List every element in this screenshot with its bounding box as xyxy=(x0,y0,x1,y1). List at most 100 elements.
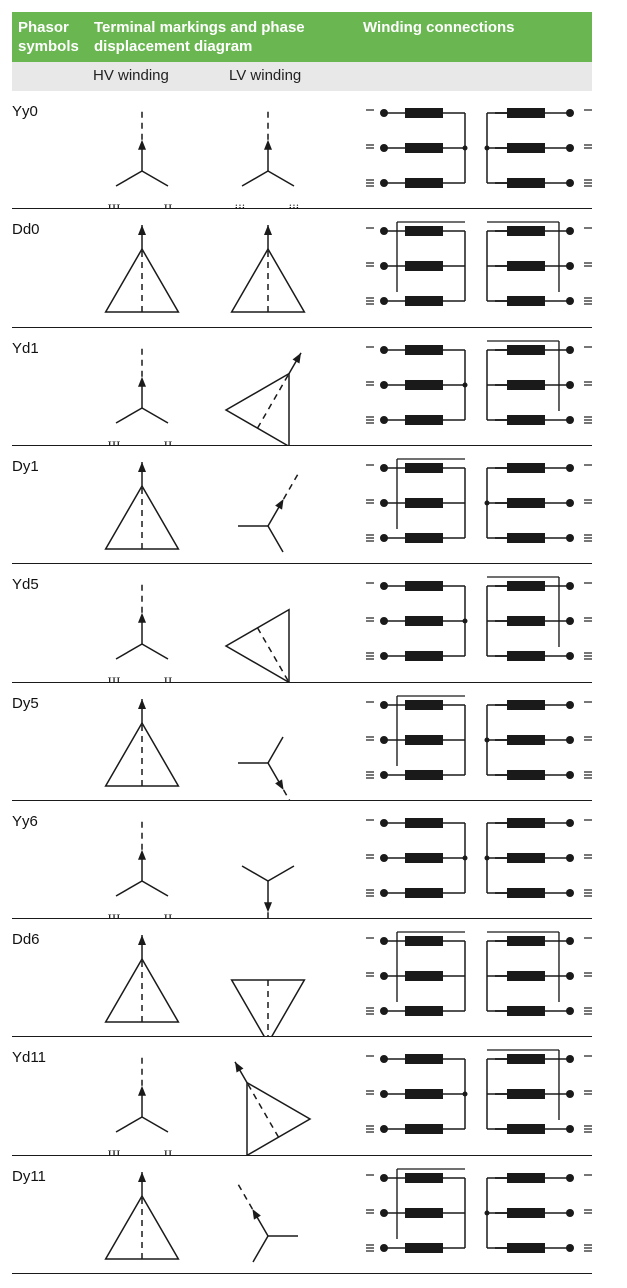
hv-diagram-dy5 xyxy=(104,698,180,787)
primary-yd5-star-point xyxy=(462,618,468,624)
primary-yd1-star-point xyxy=(462,382,468,388)
primary-dy5-terminal-dot-1 xyxy=(379,735,388,744)
hv-yy0-terminal-label-left: III xyxy=(108,201,121,209)
primary-yd5-winding-coil-1 xyxy=(404,616,443,627)
hv-yd5-phasor-arrow xyxy=(138,612,147,623)
secondary-yy0-terminal-dot-1 xyxy=(565,143,574,152)
secondary-yy6-star-point xyxy=(484,855,490,861)
primary-dy5-terminal-dot-2 xyxy=(379,770,388,779)
secondary-dy5-terminal-dot-2 xyxy=(565,770,574,779)
secondary-dd0-terminal-dot-0 xyxy=(565,227,574,236)
hv-dy11-phasor-arrow xyxy=(138,1171,147,1182)
secondary-dy1-terminal-dot-2 xyxy=(565,533,574,542)
secondary-dd6-terminal-dot-2 xyxy=(565,1007,574,1016)
winding-connection-yd1 xyxy=(365,339,592,425)
secondary-yy0-terminal-dot-2 xyxy=(565,178,574,187)
winding-connection-dy11 xyxy=(365,1168,592,1253)
hv-yd5-phasor-leg-c xyxy=(115,643,143,660)
primary-dy11-terminal-dot-1 xyxy=(379,1208,388,1217)
lv-yy6-phasor-leg-b xyxy=(241,865,269,882)
winding-connection-yd11 xyxy=(365,1049,592,1135)
primary-yd11-terminal-dot-2 xyxy=(379,1125,388,1134)
lv-yy0-phasor-leg-c xyxy=(241,170,269,187)
lv-dd0-delta-triangle xyxy=(230,247,306,314)
lv-yy0-terminal-label-left: iii xyxy=(235,201,246,209)
hv-yy6-phasor-leg-c xyxy=(115,880,143,897)
primary-dy11-winding-coil-1 xyxy=(404,1207,443,1218)
lv-dy5-phasor-leg-a xyxy=(267,762,281,784)
hv-yd11-phasor-arrow xyxy=(138,1086,147,1097)
primary-yd5-terminal-dot-2 xyxy=(379,652,388,661)
winding-connection-yd5 xyxy=(365,576,592,662)
lv-yy6-phasor-leg-c xyxy=(267,865,295,882)
primary-dd0-terminal-dot-2 xyxy=(379,297,388,306)
phasor-symbol-yd11: Yd11 xyxy=(12,1049,46,1067)
phasor-symbol-yy6: Yy6 xyxy=(12,812,38,830)
lv-dy1-phasor-dashed xyxy=(282,471,300,500)
primary-yd5-terminal-dot-0 xyxy=(379,582,388,591)
secondary-yd11-terminal-dot-1 xyxy=(565,1090,574,1099)
lv-dd0-phasor-arrow xyxy=(264,225,273,236)
lv-dy1-phasor-arrow xyxy=(275,498,284,510)
hv-diagram-dd0 xyxy=(104,225,180,314)
secondary-yd1-terminal-dot-0 xyxy=(565,345,574,354)
hv-yd11-phasor-leg-b xyxy=(141,1116,169,1134)
primary-dy5-winding-coil-1 xyxy=(404,734,443,745)
primary-yy0-star-point xyxy=(462,145,468,151)
phasor-row-dd6 xyxy=(104,931,592,1038)
secondary-dd0-terminal-dot-2 xyxy=(565,297,574,306)
primary-dd0-winding-coil-1 xyxy=(404,261,443,272)
primary-yd5-winding-coil-0 xyxy=(404,581,443,592)
lv-yd11-delta-triangle xyxy=(246,1081,312,1156)
secondary-dy11-terminal-dot-1 xyxy=(565,1208,574,1217)
phasor-row-dy5 xyxy=(104,694,592,801)
winding-connection-dd6 xyxy=(365,931,592,1017)
secondary-yd11-terminal-dot-0 xyxy=(565,1055,574,1064)
hv-yy0-phasor-leg-b xyxy=(141,170,169,187)
secondary-dy5-terminal-dot-1 xyxy=(565,735,574,744)
phasor-symbol-dy11: Dy11 xyxy=(12,1167,46,1185)
primary-dd6-terminal-dot-0 xyxy=(379,937,388,946)
primary-yy0-winding-coil-0 xyxy=(404,107,443,118)
secondary-yy6-terminal-dot-1 xyxy=(565,853,574,862)
row-divider xyxy=(12,1036,592,1038)
lv-yd11-phasor-arrow xyxy=(235,1062,244,1073)
row-divider xyxy=(12,208,592,210)
header-winding-connections: Winding connections xyxy=(363,19,515,36)
primary-dy11-terminal-dot-2 xyxy=(379,1243,388,1252)
secondary-dy1-star-point xyxy=(484,500,490,506)
lv-diagram-yy6 xyxy=(241,865,295,920)
row-divider xyxy=(12,1154,592,1156)
hv-yd5-terminal-label-right: II xyxy=(164,674,173,682)
primary-dd0-terminal-dot-0 xyxy=(379,227,388,236)
primary-yy6-star-point xyxy=(462,855,468,861)
secondary-dy11-terminal-dot-2 xyxy=(565,1243,574,1252)
primary-yd1-terminal-dot-2 xyxy=(379,415,388,424)
primary-yd11-terminal-dot-1 xyxy=(379,1090,388,1099)
hv-yd1-phasor-leg-b xyxy=(141,406,169,424)
hv-diagram-dd6 xyxy=(104,935,180,1023)
phasor-symbol-dd0: Dd0 xyxy=(12,221,40,239)
secondary-yd1-terminal-dot-2 xyxy=(565,415,574,424)
hv-yy0-terminal-label-right: II xyxy=(164,201,173,209)
primary-yd1-winding-coil-0 xyxy=(404,344,443,355)
phasor-symbol-dd6: Dd6 xyxy=(12,931,40,949)
lv-yd1-phasor-dashed xyxy=(256,372,290,429)
lv-diagram-dy11 xyxy=(236,1181,299,1263)
hv-dd0-delta-triangle xyxy=(104,247,180,314)
primary-dd0-winding-coil-0 xyxy=(404,226,443,237)
primary-dy5-terminal-dot-0 xyxy=(379,700,388,709)
table-subheader: HV winding LV winding xyxy=(12,62,592,91)
secondary-yy6-terminal-dot-0 xyxy=(565,818,574,827)
primary-yd1-terminal-dot-1 xyxy=(379,380,388,389)
lv-dy5-phasor-arrow xyxy=(275,778,284,790)
hv-yd5-terminal-label-left: III xyxy=(108,674,121,682)
primary-dd6-terminal-dot-2 xyxy=(379,1007,388,1016)
secondary-yy0-star-point xyxy=(484,145,490,151)
hv-dy1-delta-triangle xyxy=(104,484,180,550)
lv-dy5-phasor-dashed xyxy=(282,789,291,801)
phasor-symbol-dy5: Dy5 xyxy=(12,694,39,712)
